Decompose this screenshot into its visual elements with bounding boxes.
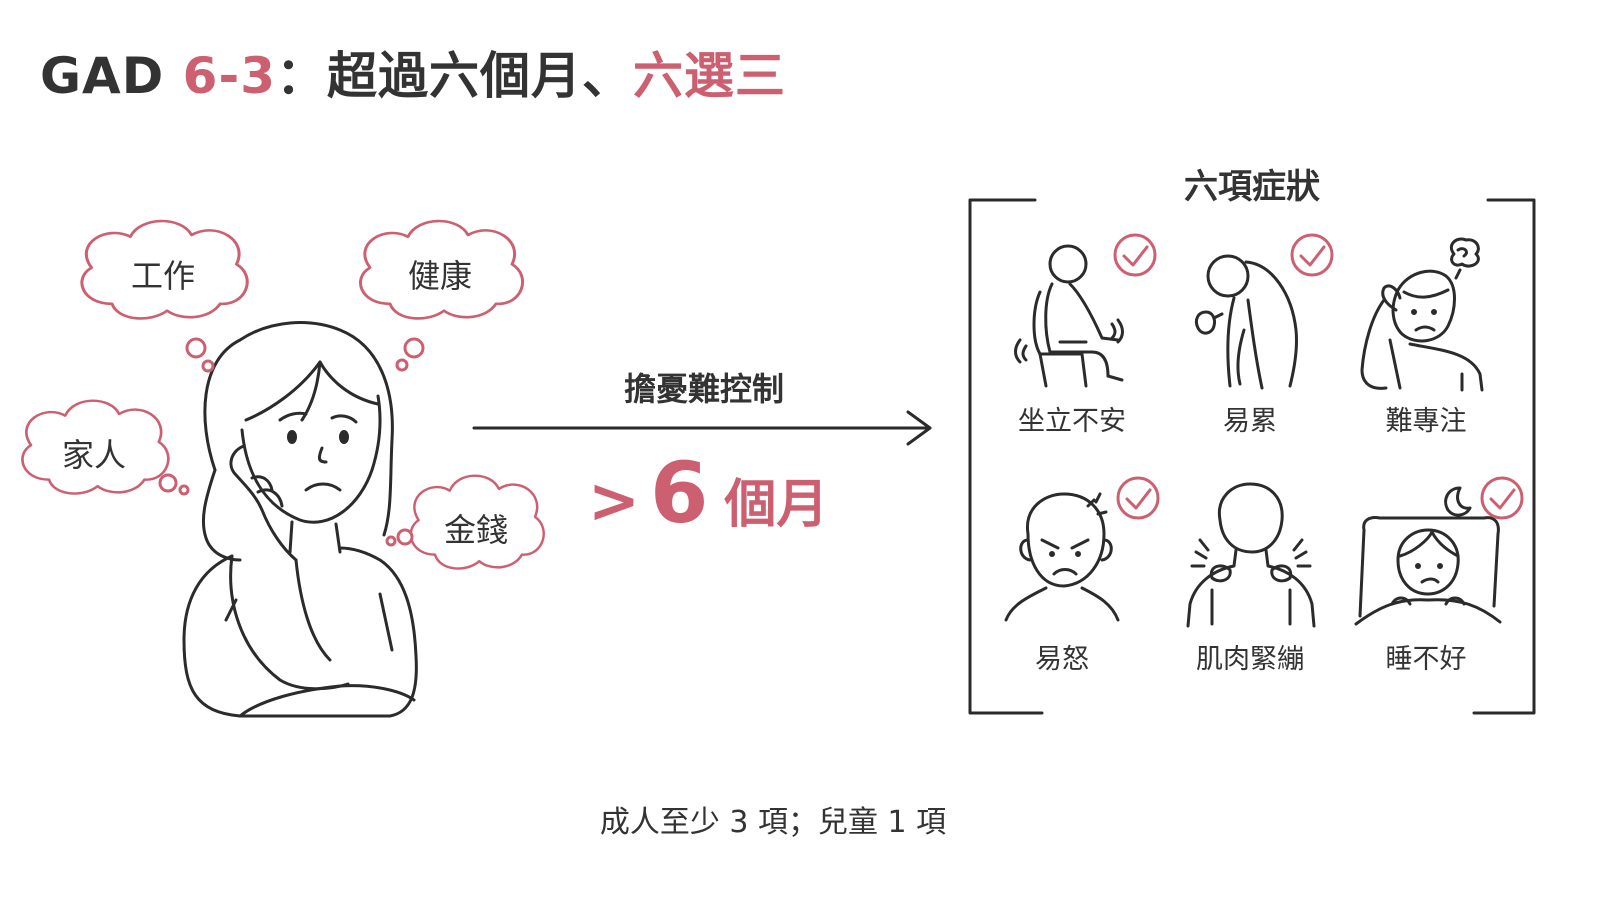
duration-value: 6 <box>650 444 708 542</box>
title-highlight: 六選三 <box>633 47 786 105</box>
right-arrow-icon <box>472 410 932 446</box>
sleepless-person-icon <box>1354 486 1502 626</box>
symptom-restless: 坐立不安 <box>1014 233 1157 437</box>
symptom-concentration: 難專注 <box>1360 237 1484 437</box>
symptom-muscle-tension: 肌肉緊繃 <box>1186 482 1316 675</box>
check-mark-icon <box>1116 476 1160 520</box>
check-mark-icon <box>1480 476 1524 520</box>
arrow-label: 擔憂難控制 <box>624 370 784 408</box>
worried-woman-icon <box>182 321 418 718</box>
symptom-irritability: 易怒 <box>1004 476 1160 675</box>
page-title: GAD 6-3：超過六個月、六選三 <box>40 36 786 108</box>
restless-person-icon <box>1014 244 1124 388</box>
symptom-label-concentration: 難專注 <box>1386 406 1467 437</box>
worry-cloud-money: 金錢 <box>385 474 545 570</box>
symptom-fatigue: 易累 <box>1194 233 1334 437</box>
check-mark-icon <box>1290 233 1334 277</box>
confused-person-icon <box>1360 237 1484 392</box>
title-prefix: GAD <box>40 47 183 105</box>
symptom-sleep: 睡不好 <box>1354 476 1524 675</box>
symptom-label-irritability: 易怒 <box>1035 644 1089 675</box>
check-mark-icon <box>1113 233 1157 277</box>
worry-cloud-family: 家人 <box>21 399 190 496</box>
symptom-label-restless: 坐立不安 <box>1018 406 1126 437</box>
duration-unit: 個月 <box>723 475 828 535</box>
worry-label-health: 健康 <box>408 257 472 295</box>
duration-sign: > <box>588 464 640 537</box>
worry-label-work: 工作 <box>131 257 195 295</box>
footnote: 成人至少 3 項；兒童 1 項 <box>600 805 946 840</box>
title-middle: ：超過六個月、 <box>276 47 633 105</box>
symptom-label-sleep: 睡不好 <box>1386 644 1467 675</box>
worry-cloud-work: 工作 <box>80 219 249 373</box>
tense-shoulders-icon <box>1186 482 1316 628</box>
angry-face-icon <box>1004 492 1120 622</box>
title-code: 6-3 <box>182 47 276 105</box>
worry-label-money: 金錢 <box>444 511 508 549</box>
symptom-label-muscle-tension: 肌肉緊繃 <box>1196 644 1304 675</box>
worry-cloud-health: 健康 <box>358 219 525 372</box>
symptoms-title: 六項症狀 <box>1184 167 1320 207</box>
worry-label-family: 家人 <box>62 436 126 474</box>
symptom-bracket <box>968 198 1536 715</box>
fatigued-person-icon <box>1194 254 1298 390</box>
symptom-label-fatigue: 易累 <box>1223 406 1277 437</box>
